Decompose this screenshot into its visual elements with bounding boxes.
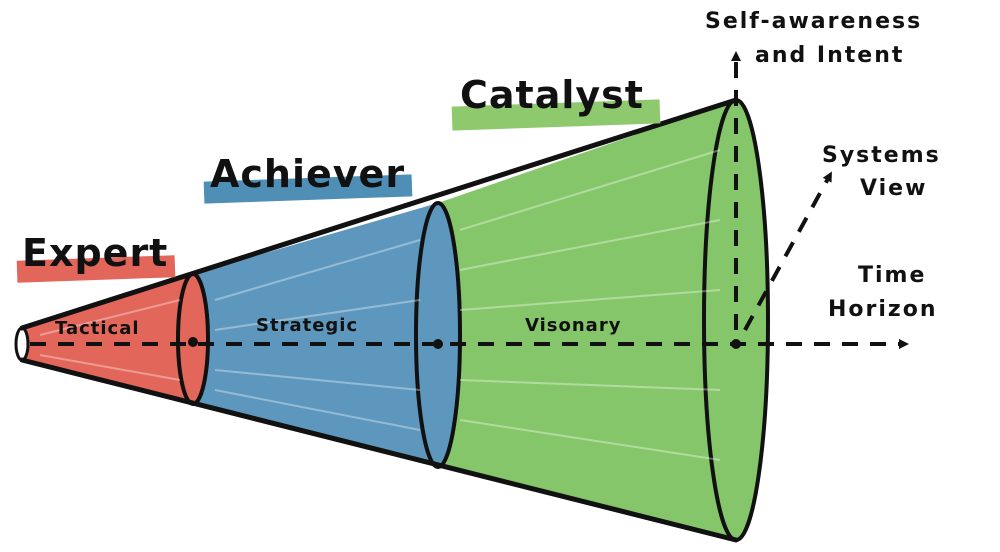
cone-tip <box>14 326 30 362</box>
brush-texture <box>39 149 721 461</box>
expert-segment <box>22 274 193 404</box>
self-awareness-label-line2: and Intent <box>755 43 904 68</box>
tactical-label: Tactical <box>55 318 140 339</box>
catalyst-title: Catalyst <box>460 73 644 117</box>
achiever-highlight <box>203 174 413 204</box>
achiever-segment <box>193 203 438 467</box>
self-awareness-label-line1: Self-awareness <box>705 9 922 34</box>
catalyst-segment <box>438 100 736 540</box>
strategic-label: Strategic <box>256 315 358 336</box>
systems-view-label-line1: Systems <box>822 143 941 168</box>
time-horizon-label-line2: Horizon <box>828 297 938 322</box>
visonary-label: Visonary <box>525 315 621 336</box>
time-horizon-axis <box>30 337 909 349</box>
cone-body <box>14 97 770 543</box>
achiever-title: Achiever <box>210 152 405 196</box>
systems-view-label-line2: View <box>860 176 927 201</box>
achiever-ring <box>414 201 462 469</box>
time-horizon-label-line1: Time <box>858 263 926 288</box>
expert-title: Expert <box>22 231 168 275</box>
systems-view-axis <box>743 171 832 331</box>
cone-top-edge <box>19 97 739 331</box>
catalyst-highlight <box>451 99 661 131</box>
expert-highlight <box>16 255 176 283</box>
cone-bottom-edge <box>19 357 739 543</box>
